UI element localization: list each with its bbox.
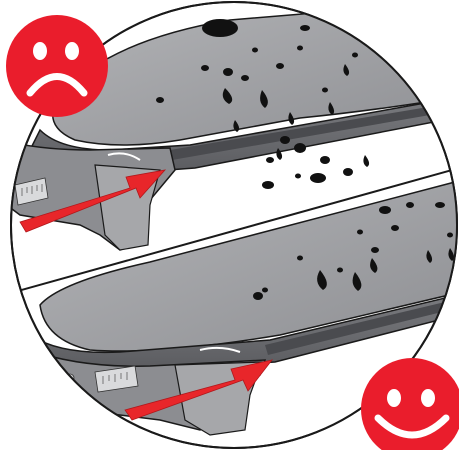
ink-blot <box>447 233 453 238</box>
ink-blot <box>202 19 238 37</box>
ink-blot <box>357 230 363 235</box>
ink-blot <box>297 256 303 261</box>
sad-face-icon <box>6 15 108 117</box>
ink-blot <box>156 97 164 103</box>
ink-blot <box>371 247 379 253</box>
ink-drop-falling <box>262 181 274 189</box>
ink-blot <box>322 88 328 93</box>
ink-blot <box>406 202 414 208</box>
ink-blot <box>223 68 233 76</box>
ink-drop-falling <box>343 168 353 176</box>
ink-drop-falling <box>320 156 330 164</box>
ink-blot <box>300 25 310 31</box>
ink-blot <box>241 75 249 81</box>
ink-drop-falling <box>266 157 274 163</box>
ink-blot <box>201 65 209 71</box>
ink-drop-falling <box>280 136 290 144</box>
ink-drop-falling <box>310 173 326 183</box>
ink-drop-falling <box>294 143 306 153</box>
ink-blot <box>391 225 399 231</box>
ink-blot <box>337 268 343 273</box>
ink-blot <box>379 206 391 214</box>
ink-blot <box>297 46 303 51</box>
ink-blot <box>252 48 258 53</box>
ink-drop-falling <box>295 174 301 179</box>
ink-blot <box>435 202 445 208</box>
ink-blot <box>262 288 268 293</box>
ink-blot <box>253 292 263 300</box>
ink-blot <box>276 63 284 69</box>
ink-blot <box>352 53 358 58</box>
